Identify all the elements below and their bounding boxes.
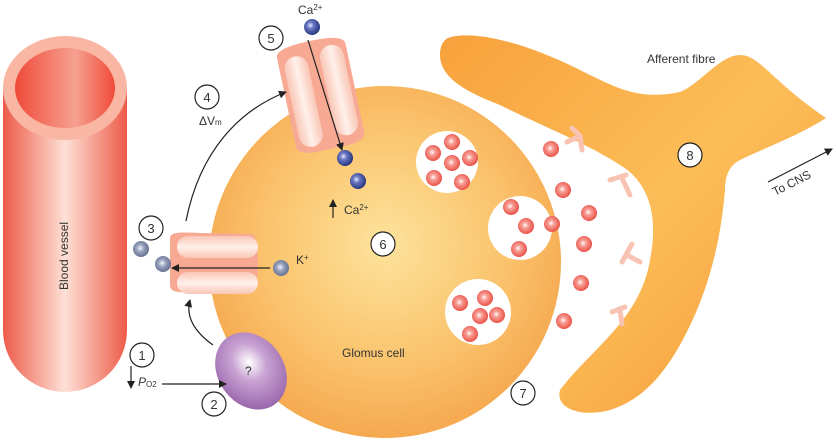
vesicle-2	[488, 196, 560, 260]
svg-text:1: 1	[138, 348, 145, 363]
released-transmitter	[543, 141, 597, 329]
arrows	[127, 39, 833, 389]
sensor-question-mark: ?	[245, 364, 252, 378]
to-cns-arrow	[767, 148, 833, 183]
blood-vessel: Blood vessel	[3, 36, 127, 392]
svg-text:7: 7	[519, 386, 526, 401]
svg-text:8: 8	[686, 148, 693, 163]
k-ion-outside-1	[133, 241, 149, 257]
afferent-fibre: Afferent fibre	[440, 35, 826, 413]
ca-outside-label: Ca2+	[298, 3, 323, 17]
k-ion-outside-2	[155, 256, 171, 272]
calcium-channel	[277, 37, 365, 153]
svg-text:4: 4	[203, 90, 210, 105]
step-8: 8	[677, 142, 703, 168]
svg-text:6: 6	[379, 237, 386, 252]
oxygen-sensor: ?	[215, 332, 287, 410]
step-3: 3	[138, 215, 164, 241]
svg-text:2: 2	[210, 397, 217, 412]
svg-text:3: 3	[147, 221, 154, 236]
vesicle-1	[416, 131, 478, 193]
step-4: 4	[194, 84, 220, 110]
step-6: 6	[370, 231, 396, 257]
sensor-to-channel-arrow	[184, 299, 214, 346]
ca-ion-inside-2	[350, 173, 366, 189]
ca-ion-outside	[304, 19, 320, 35]
vesicle-3	[445, 279, 511, 345]
k-ion-inside	[273, 260, 289, 276]
glomus-cell-label: Glomus cell	[342, 346, 405, 360]
afferent-fibre-label: Afferent fibre	[647, 52, 716, 66]
po2-label: PO2	[138, 375, 157, 389]
delta-vm-label: ΔVm	[199, 114, 222, 128]
step-2: 2	[201, 391, 227, 417]
receptors	[564, 125, 643, 327]
potassium-channel	[170, 232, 258, 294]
step-markers: 1 2 3 4 5 6 7 8	[129, 25, 703, 417]
blood-vessel-label: Blood vessel	[57, 222, 71, 290]
svg-text:5: 5	[267, 31, 274, 46]
depolarisation-arrow	[185, 90, 287, 222]
ca-ion-inside-1	[337, 150, 353, 166]
ca-influx-arrow	[307, 39, 344, 151]
ions	[133, 19, 366, 276]
k-plus-label: K+	[296, 253, 309, 267]
step-7: 7	[510, 380, 536, 406]
to-cns-label: To CNS	[770, 167, 813, 198]
ca-inside-label: Ca2+	[344, 203, 369, 217]
step-5: 5	[258, 25, 284, 51]
step-1: 1	[129, 342, 155, 368]
